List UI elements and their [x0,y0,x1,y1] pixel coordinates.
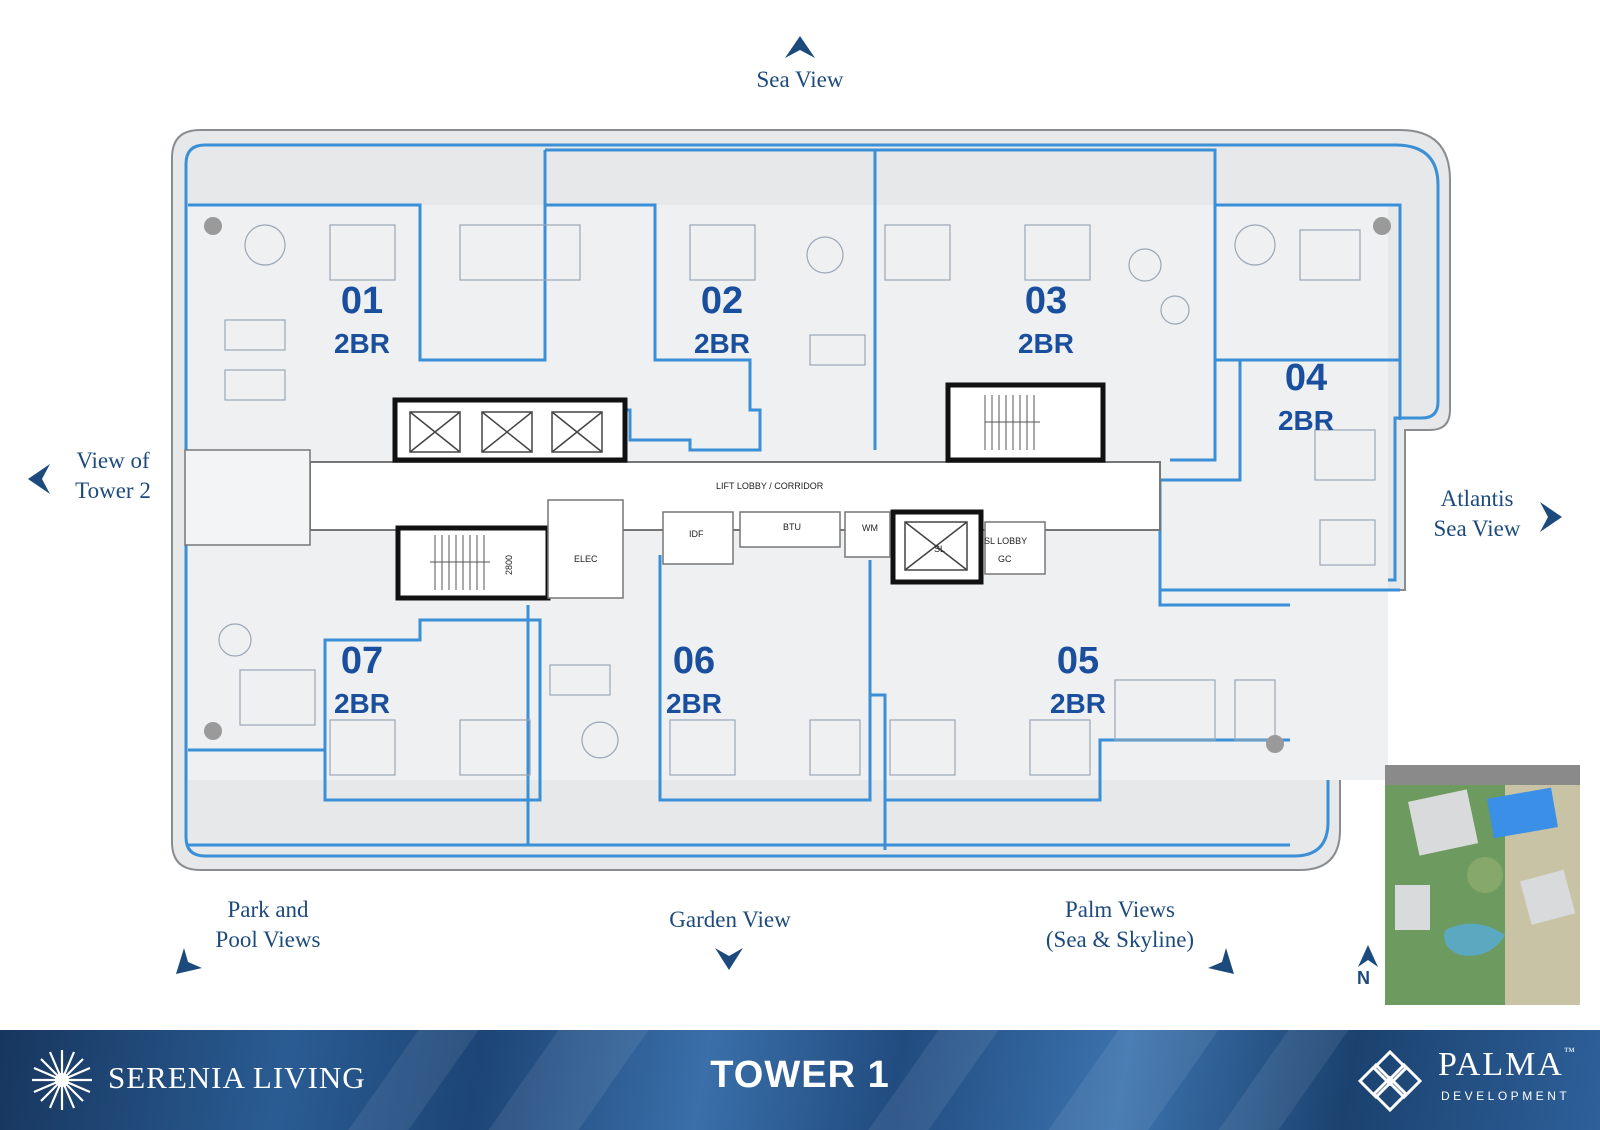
brand-palma: PALMA™ [1438,1046,1575,1084]
unit-06-number: 06 [673,640,715,682]
label-elec: ELEC [574,554,598,564]
tower-title: TOWER 1 [710,1054,890,1096]
label-dim: 2800 [504,555,514,575]
site-minimap [1385,765,1580,1005]
lift-core-top-left [392,397,628,463]
brand-palma-tm: ™ [1563,1046,1575,1058]
unit-05-type: 2BR [1050,688,1106,719]
brand-palma-text: PALMA [1438,1046,1564,1083]
arrow-down-right-icon [1208,948,1234,974]
view-label-right-line2: Sea View [1433,516,1521,541]
arrow-left-icon [28,464,50,494]
view-label-bottom-right-line1: Palm Views [1064,897,1175,922]
unit-04-type: 2BR [1278,405,1334,436]
unit-02-type: 2BR [694,328,750,359]
sl-lobby-room [984,521,1046,575]
label-idf: IDF [689,529,704,539]
north-label: N [1357,968,1370,988]
unit-03-number: 03 [1025,280,1067,322]
label-gc: GC [998,554,1012,564]
stair-core-bottom-left [395,525,551,601]
unit-05-number: 05 [1057,640,1099,682]
unit-07-type: 2BR [334,688,390,719]
view-label-bottom-right: Palm Views (Sea & Skyline) [1030,895,1210,955]
label-wm: WM [862,523,878,533]
view-label-bottom-center: Garden View [669,907,791,932]
service-lift-core [890,509,984,585]
arrow-down-left-icon [176,948,202,974]
view-label-right-line1: Atlantis [1440,486,1514,511]
brand-palma-subtitle: DEVELOPMENT [1441,1089,1571,1103]
label-btu: BTU [783,522,801,532]
unit-03-type: 2BR [1018,328,1074,359]
unit-01-number: 01 [341,280,383,322]
arrow-right-icon [1540,502,1562,532]
view-label-top: Sea View [756,67,844,92]
unit-02-number: 02 [701,280,743,322]
wm-room [844,511,891,558]
view-label-left-line1: View of [76,448,150,473]
view-label-bottom-right-line2: (Sea & Skyline) [1045,927,1195,952]
view-label-bottom-left-line1: Park and [227,897,309,922]
unit-04-number: 04 [1285,357,1327,399]
unit-06-type: 2BR [666,688,722,719]
idf-room [662,511,734,565]
view-label-right: Atlantis Sea View [1422,484,1532,544]
palma-logo-icon [1358,1050,1422,1112]
label-sl: SL [934,544,945,554]
arrow-down-icon [715,948,743,970]
label-sl-lobby: SL LOBBY [984,536,1027,546]
view-label-bottom-left: Park and Pool Views [198,895,338,955]
unit-07-number: 07 [341,640,383,682]
brand-serenia-living: SERENIA LIVING [108,1060,366,1095]
view-label-bottom-left-line2: Pool Views [215,927,321,952]
pool-block [1487,787,1558,839]
arrow-up-icon [785,36,815,58]
footer-banner: SERENIA LIVING TOWER 1 PALMA™ DEVELOPMEN… [0,1030,1600,1130]
elec-room [547,499,624,599]
tower-1-block [1408,789,1479,856]
view-label-left-line2: Tower 2 [75,478,151,503]
label-lift-lobby: LIFT LOBBY / CORRIDOR [716,481,824,491]
view-label-left: View of Tower 2 [58,446,168,506]
lift-lobby-corridor [309,461,1161,531]
unit-01-type: 2BR [334,328,390,359]
stair-core-top-right [945,382,1106,463]
north-arrow-icon [1358,945,1378,967]
serenia-logo-icon [32,1050,92,1110]
floor-plan: LIFT LOBBY / CORRIDOR IDF BTU WM ELEC SL… [171,129,1451,871]
btu-room [739,511,841,548]
